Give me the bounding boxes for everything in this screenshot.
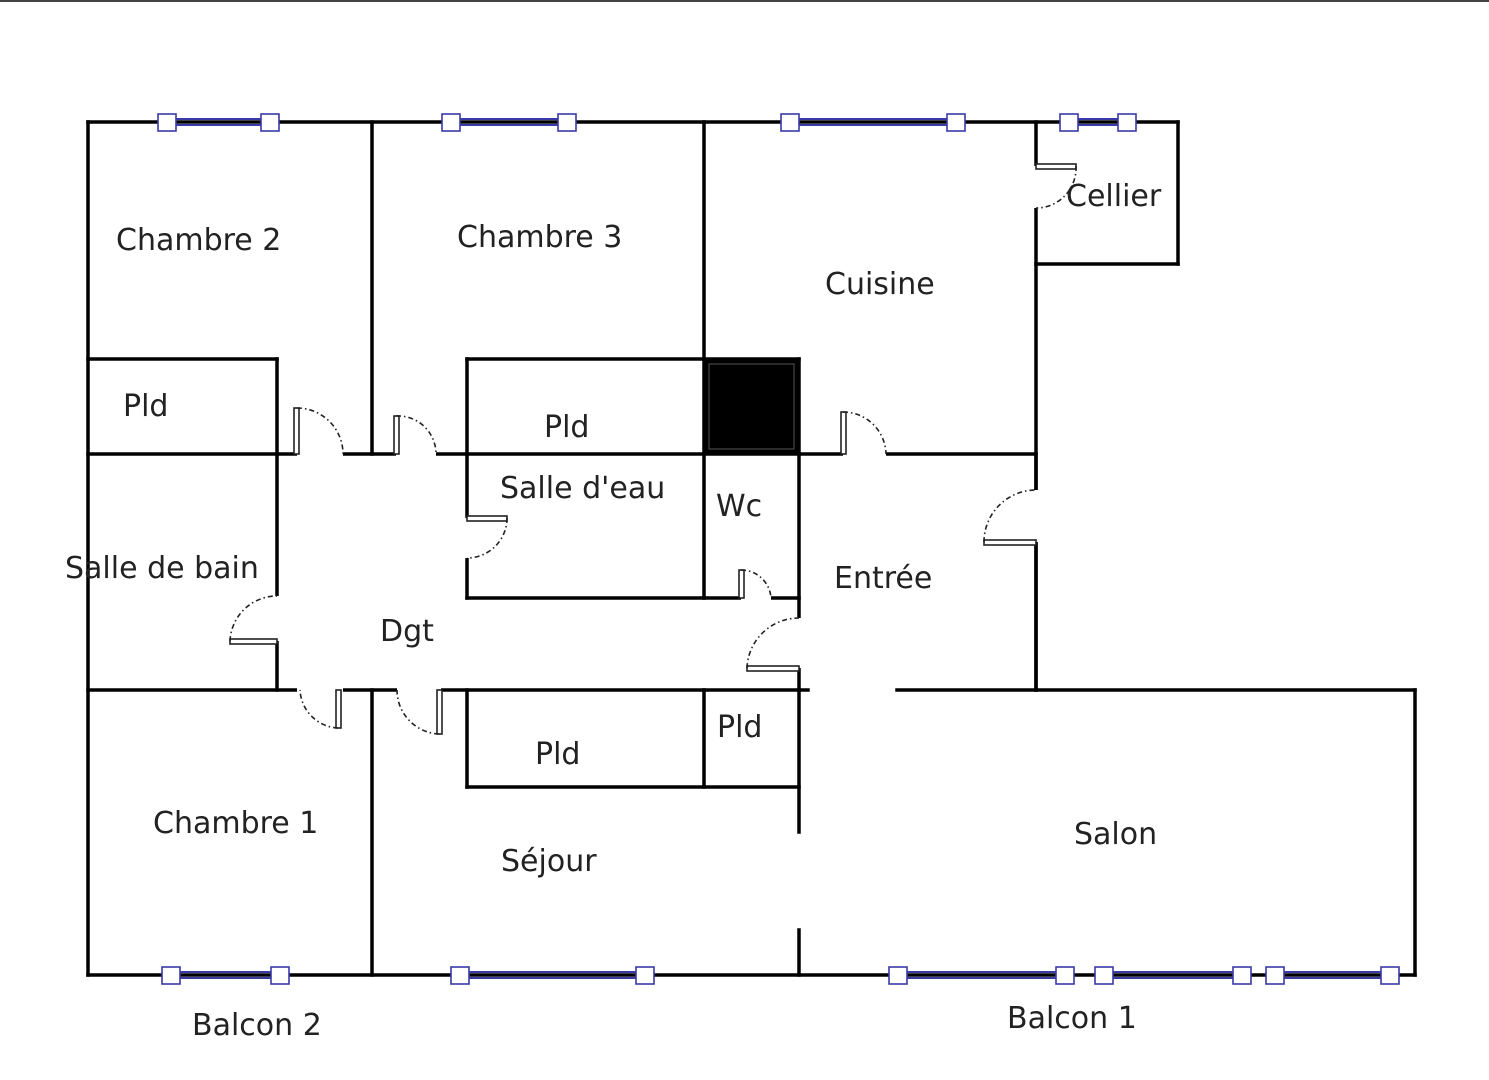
room-label-salle-de-bain: Salle de bain — [65, 551, 259, 586]
room-label-chambre-2: Chambre 2 — [116, 223, 281, 258]
window-chambre-1 — [161, 966, 290, 985]
door-openings — [274, 166, 1039, 693]
room-label-sejour: Séjour — [501, 844, 597, 879]
room-label-entree: Entrée — [834, 561, 932, 596]
door-salle-de-bain — [229, 595, 278, 645]
ventilation-duct — [705, 360, 798, 453]
window-salon-3 — [1265, 966, 1400, 985]
room-label-pld-sejour: Pld — [535, 737, 580, 772]
door-wc — [738, 569, 772, 599]
room-label-chambre-1: Chambre 1 — [153, 806, 318, 841]
room-label-cuisine: Cuisine — [825, 267, 935, 302]
walls — [86, 120, 1417, 977]
label-balcon-1: Balcon 1 — [1007, 1001, 1137, 1036]
door-chambre-3 — [393, 415, 437, 455]
door-salle-eau — [466, 515, 508, 559]
room-label-pld-chambre-2: Pld — [123, 389, 168, 424]
window-chambre-2 — [157, 113, 280, 132]
room-labels: Chambre 2 Chambre 3 Cuisine Cellier Pld … — [65, 179, 1162, 1043]
window-sejour — [450, 966, 655, 985]
window-salon-2 — [1094, 966, 1252, 985]
room-label-wc: Wc — [716, 489, 762, 524]
room-label-chambre-3: Chambre 3 — [457, 220, 622, 255]
window-chambre-3 — [441, 113, 577, 132]
door-entree-cuisine — [983, 489, 1037, 546]
window-salon-1 — [888, 966, 1075, 985]
window-cuisine — [780, 113, 966, 132]
label-balcon-2: Balcon 2 — [192, 1008, 322, 1043]
door-cuisine — [840, 411, 887, 455]
door-chambre-2 — [293, 407, 344, 455]
room-label-cellier: Cellier — [1066, 179, 1162, 214]
room-label-dgt: Dgt — [380, 614, 434, 649]
door-sejour — [396, 689, 443, 735]
doors — [229, 163, 1077, 735]
door-chambre-1 — [299, 689, 342, 729]
room-label-pld-small: Pld — [717, 710, 762, 745]
door-cellier — [1035, 163, 1077, 209]
room-label-pld-chambre-3: Pld — [544, 410, 589, 445]
window-cellier — [1059, 113, 1137, 132]
room-label-salle-eau: Salle d'eau — [500, 471, 665, 506]
windows — [157, 113, 1400, 985]
door-dgt — [746, 617, 800, 672]
room-label-salon: Salon — [1074, 817, 1157, 852]
